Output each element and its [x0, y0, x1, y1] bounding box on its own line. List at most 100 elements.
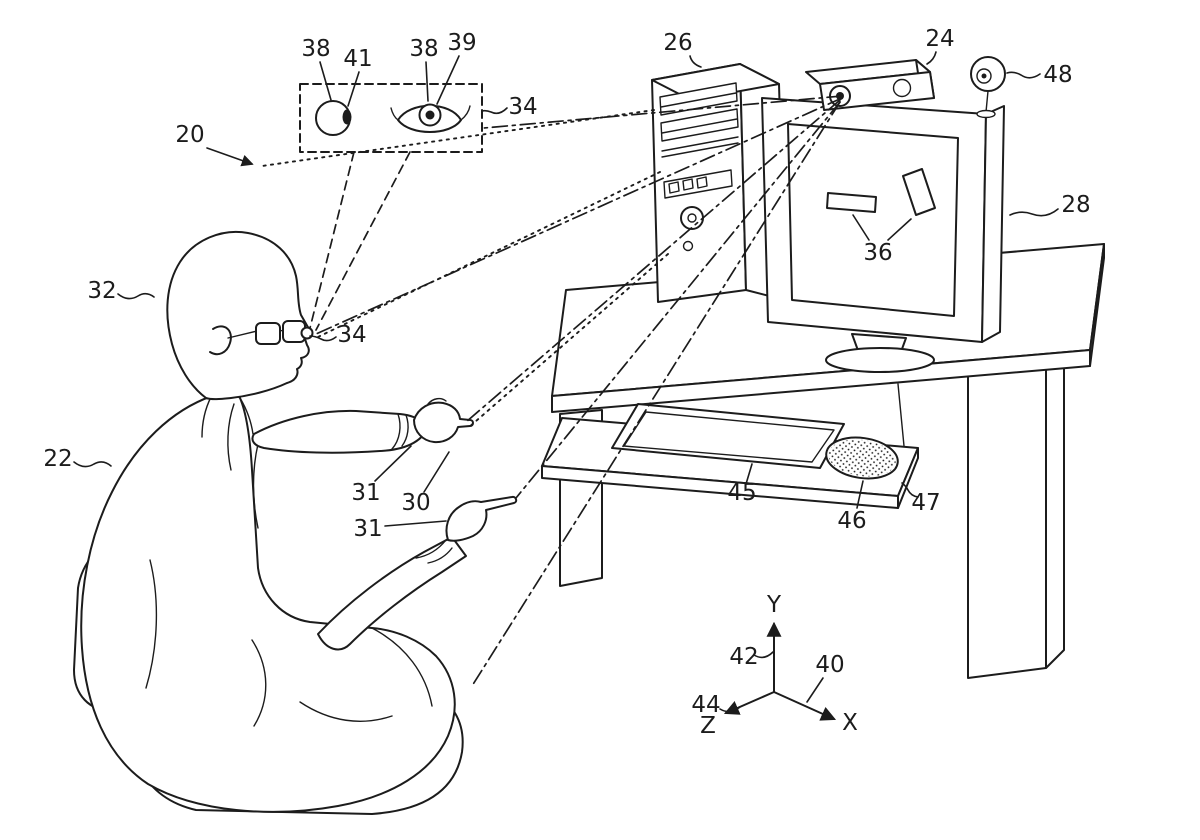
label-31-lower-leader [384, 520, 447, 527]
label-26-squiggle [689, 55, 702, 68]
mouse [825, 436, 899, 480]
drive-bay [660, 108, 739, 142]
panel-button [696, 176, 708, 189]
label-44-squiggle [719, 706, 741, 713]
dotted-line-tower-to-hand [467, 253, 669, 429]
vent-slot [661, 142, 739, 158]
pointing-hand-lower [445, 495, 518, 542]
label-39: 39 [447, 30, 476, 56]
label-34-glasses: 34 [337, 322, 366, 348]
webcam [970, 56, 1006, 119]
axis-label-z: Z [700, 713, 716, 739]
label-34-inset: 34 [508, 94, 537, 120]
label-28: 28 [1061, 192, 1090, 218]
sleeve-cuff [415, 539, 447, 559]
gaze-sensor-dot [300, 326, 314, 340]
inset-callout-line [309, 151, 355, 329]
glasses-temple [227, 330, 258, 339]
torso-jacket [80, 390, 456, 813]
monitor-side [981, 105, 1005, 343]
lower-forearm [317, 536, 467, 651]
webcam-base [976, 109, 996, 119]
label-36: 36 [863, 240, 892, 266]
label-36-leader [887, 218, 912, 241]
camera-second-sensor [892, 78, 912, 98]
label-34-glasses-squiggle [309, 335, 337, 342]
label-45-leader [745, 463, 753, 485]
desk-leg-right [967, 352, 1047, 679]
coordinate-axes: Y X Z [700, 592, 858, 739]
label-26: 26 [663, 30, 692, 56]
webcam-stalk [985, 90, 989, 113]
label-46-leader [856, 480, 864, 509]
label-46: 46 [837, 508, 866, 534]
monitor [761, 97, 1005, 373]
label-30: 30 [401, 490, 430, 516]
label-31-lower: 31 [353, 516, 382, 542]
drive-bay [659, 82, 738, 116]
label-30-leader [423, 451, 450, 493]
axis-label-y: Y [766, 592, 782, 618]
label-38-right: 38 [409, 36, 438, 62]
glasses-lens-left [255, 322, 281, 345]
label-24-squiggle [926, 51, 937, 65]
label-31-upper-leader [374, 445, 412, 482]
sight-line-camera-to-inset [483, 95, 843, 129]
seated-user [73, 230, 518, 815]
sleeve-cuff [427, 547, 453, 564]
webcam-lens-dot [981, 73, 987, 79]
label-40-leader [806, 677, 824, 703]
tray-rail [897, 383, 905, 447]
power-button-center [687, 213, 697, 223]
monitor-screen [787, 123, 959, 317]
jacket-seam [252, 443, 259, 529]
eye-corner-flick [390, 107, 399, 121]
collar-line [201, 396, 212, 438]
pointing-hand-upper [413, 401, 474, 444]
label-20-arrow [206, 147, 254, 167]
x-axis-arrow [773, 691, 837, 721]
upper-arm [251, 409, 429, 454]
label-42: 42 [729, 644, 758, 670]
label-36-leader [852, 214, 870, 241]
label-47-squiggle [901, 482, 919, 498]
label-32-squiggle [117, 292, 155, 300]
label-38-right-leader [425, 61, 429, 102]
label-34-inset-squiggle [481, 107, 508, 115]
eye-corner-flick [460, 105, 471, 121]
sight-line-camera-to-glasses [315, 97, 843, 335]
reference-labels: 20 22 32 34 31 30 31 26 24 48 28 36 45 4… [43, 26, 1090, 718]
label-45: 45 [727, 480, 756, 506]
label-22-squiggle [73, 461, 112, 468]
label-47: 47 [911, 490, 940, 516]
label-20: 20 [175, 122, 204, 148]
keyboard-outline [611, 403, 845, 469]
label-40: 40 [815, 652, 844, 678]
drive-bay-line [660, 92, 737, 108]
vent-slot [661, 136, 739, 152]
pupil-side-view [342, 109, 352, 125]
tracking-lines [261, 95, 843, 687]
desk-leg-right-side [1045, 344, 1065, 669]
onscreen-object-rect [826, 192, 877, 213]
label-22: 22 [43, 446, 72, 472]
inset-callout-line [315, 151, 411, 331]
label-38-left: 38 [301, 36, 330, 62]
sight-line-camera-extended [471, 101, 841, 687]
pupil-front-view [425, 110, 435, 120]
label-48-squiggle [1006, 71, 1041, 79]
label-24: 24 [925, 26, 954, 52]
sleeve-cuff [391, 413, 401, 450]
label-41: 41 [343, 46, 372, 72]
onscreen-object-tilted [902, 168, 936, 216]
webcam-lens-ring [976, 68, 992, 84]
thumb-line [427, 397, 447, 405]
label-41-leader [347, 71, 360, 107]
desk-top-right-edge [1089, 243, 1105, 367]
z-axis-arrow [723, 691, 775, 715]
drive-bay-line [661, 118, 738, 134]
head-outline [166, 230, 312, 401]
sleeve-cuff [401, 414, 409, 447]
